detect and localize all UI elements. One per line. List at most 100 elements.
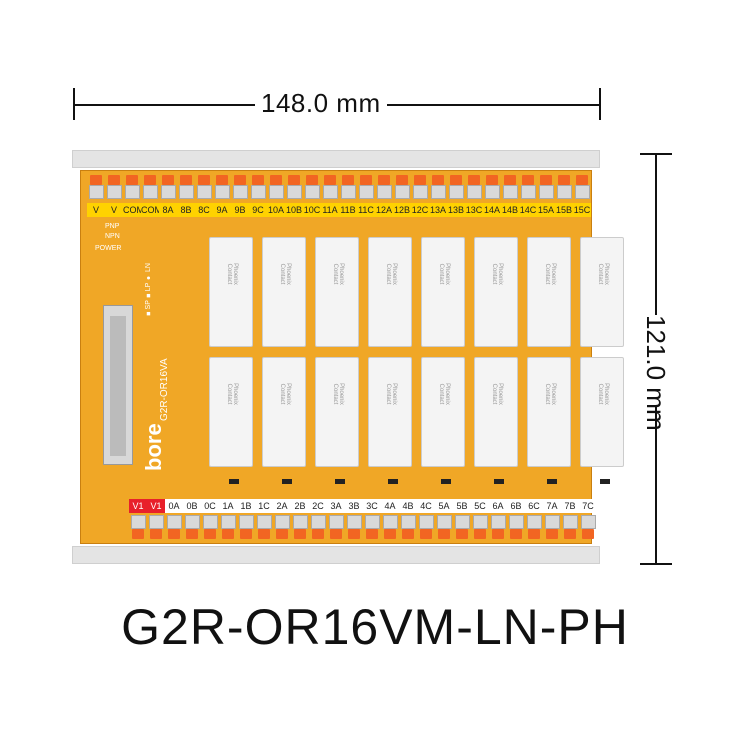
terminal (285, 175, 303, 201)
terminal-label: 15A (537, 203, 555, 217)
terminal-body (400, 515, 416, 529)
terminal-body (220, 515, 236, 529)
terminal-label: 9A (213, 203, 231, 217)
terminal-lever (384, 529, 396, 539)
diode (441, 479, 451, 484)
terminal (381, 515, 399, 541)
terminal-label: 7C (579, 499, 597, 513)
relay: Phoenix Contact (368, 357, 412, 467)
relay: Phoenix Contact (527, 237, 571, 347)
terminal-body (412, 185, 428, 199)
terminal (237, 515, 255, 541)
power-label: POWER (95, 245, 122, 252)
terminal-label: 0C (201, 499, 219, 513)
terminal-label: 5C (471, 499, 489, 513)
terminal-lever (108, 175, 120, 185)
terminal-body (520, 185, 536, 199)
terminal-lever (402, 529, 414, 539)
terminal (309, 515, 327, 541)
terminal-lever (216, 175, 228, 185)
relay: Phoenix Contact (315, 357, 359, 467)
terminal-lever (420, 529, 432, 539)
terminal (255, 515, 273, 541)
terminal (555, 175, 573, 201)
terminal-body (148, 515, 164, 529)
relay: Phoenix Contact (209, 237, 253, 347)
width-label: 148.0 mm (255, 88, 387, 119)
terminal-body (160, 185, 176, 199)
terminal-body (490, 515, 506, 529)
terminal-lever (456, 529, 468, 539)
terminal-body (340, 185, 356, 199)
terminal-lever (366, 529, 378, 539)
terminal (525, 515, 543, 541)
terminal-label: 10A (267, 203, 285, 217)
terminal-body (256, 515, 272, 529)
relay-marking: Phoenix Contact (332, 383, 344, 405)
terminal-lever (546, 529, 558, 539)
terminal-lever (564, 529, 576, 539)
terminal-label: 13C (465, 203, 483, 217)
relay-marking: Phoenix Contact (544, 263, 556, 285)
relay-marking: Phoenix Contact (491, 383, 503, 405)
terminal (195, 175, 213, 201)
terminal-label: 13A (429, 203, 447, 217)
relay: Phoenix Contact (315, 237, 359, 347)
terminal-body (418, 515, 434, 529)
terminal-body (184, 515, 200, 529)
terminal (417, 515, 435, 541)
terminal-lever (252, 175, 264, 185)
terminal-lever (396, 175, 408, 185)
terminal (375, 175, 393, 201)
terminal (501, 175, 519, 201)
terminal-body (364, 515, 380, 529)
terminal-label: COM (123, 203, 144, 217)
terminal-lever (378, 175, 390, 185)
terminal-label: 5B (453, 499, 471, 513)
relay-marking: Phoenix Contact (385, 263, 397, 285)
terminal-label: 14A (483, 203, 501, 217)
terminal (177, 175, 195, 201)
terminal-body (454, 515, 470, 529)
terminal-lever (204, 529, 216, 539)
relay: Phoenix Contact (262, 357, 306, 467)
terminal-lever (582, 529, 594, 539)
terminal-body (166, 515, 182, 529)
terminal-lever (540, 175, 552, 185)
relay: Phoenix Contact (368, 237, 412, 347)
terminal (471, 515, 489, 541)
terminal-label: 14C (519, 203, 537, 217)
diode (494, 479, 504, 484)
terminal-label: 5A (435, 499, 453, 513)
terminal-label: 3A (327, 499, 345, 513)
diode (282, 479, 292, 484)
terminal-body (238, 515, 254, 529)
terminal (489, 515, 507, 541)
switch-label-npn: NPN (105, 233, 120, 240)
terminal-label: 11B (339, 203, 357, 217)
terminal-label: 9C (249, 203, 267, 217)
terminal (435, 515, 453, 541)
terminal-lever (294, 529, 306, 539)
terminal (465, 175, 483, 201)
terminal-body (502, 185, 518, 199)
terminal-label: 2B (291, 499, 309, 513)
terminal-label: 8B (177, 203, 195, 217)
terminal-lever (186, 529, 198, 539)
relay: Phoenix Contact (580, 357, 624, 467)
relay-marking: Phoenix Contact (279, 383, 291, 405)
relay: Phoenix Contact (474, 237, 518, 347)
terminal-label: 3B (345, 499, 363, 513)
option-marks: ■SP ■LP ● LN (145, 263, 152, 317)
terminal (453, 515, 471, 541)
relay-marking: Phoenix Contact (544, 383, 556, 405)
terminal-body (178, 185, 194, 199)
relay-marking: Phoenix Contact (226, 383, 238, 405)
terminal-body (310, 515, 326, 529)
terminal (219, 515, 237, 541)
relay: Phoenix Contact (474, 357, 518, 467)
terminal (291, 515, 309, 541)
terminal-lever (324, 175, 336, 185)
